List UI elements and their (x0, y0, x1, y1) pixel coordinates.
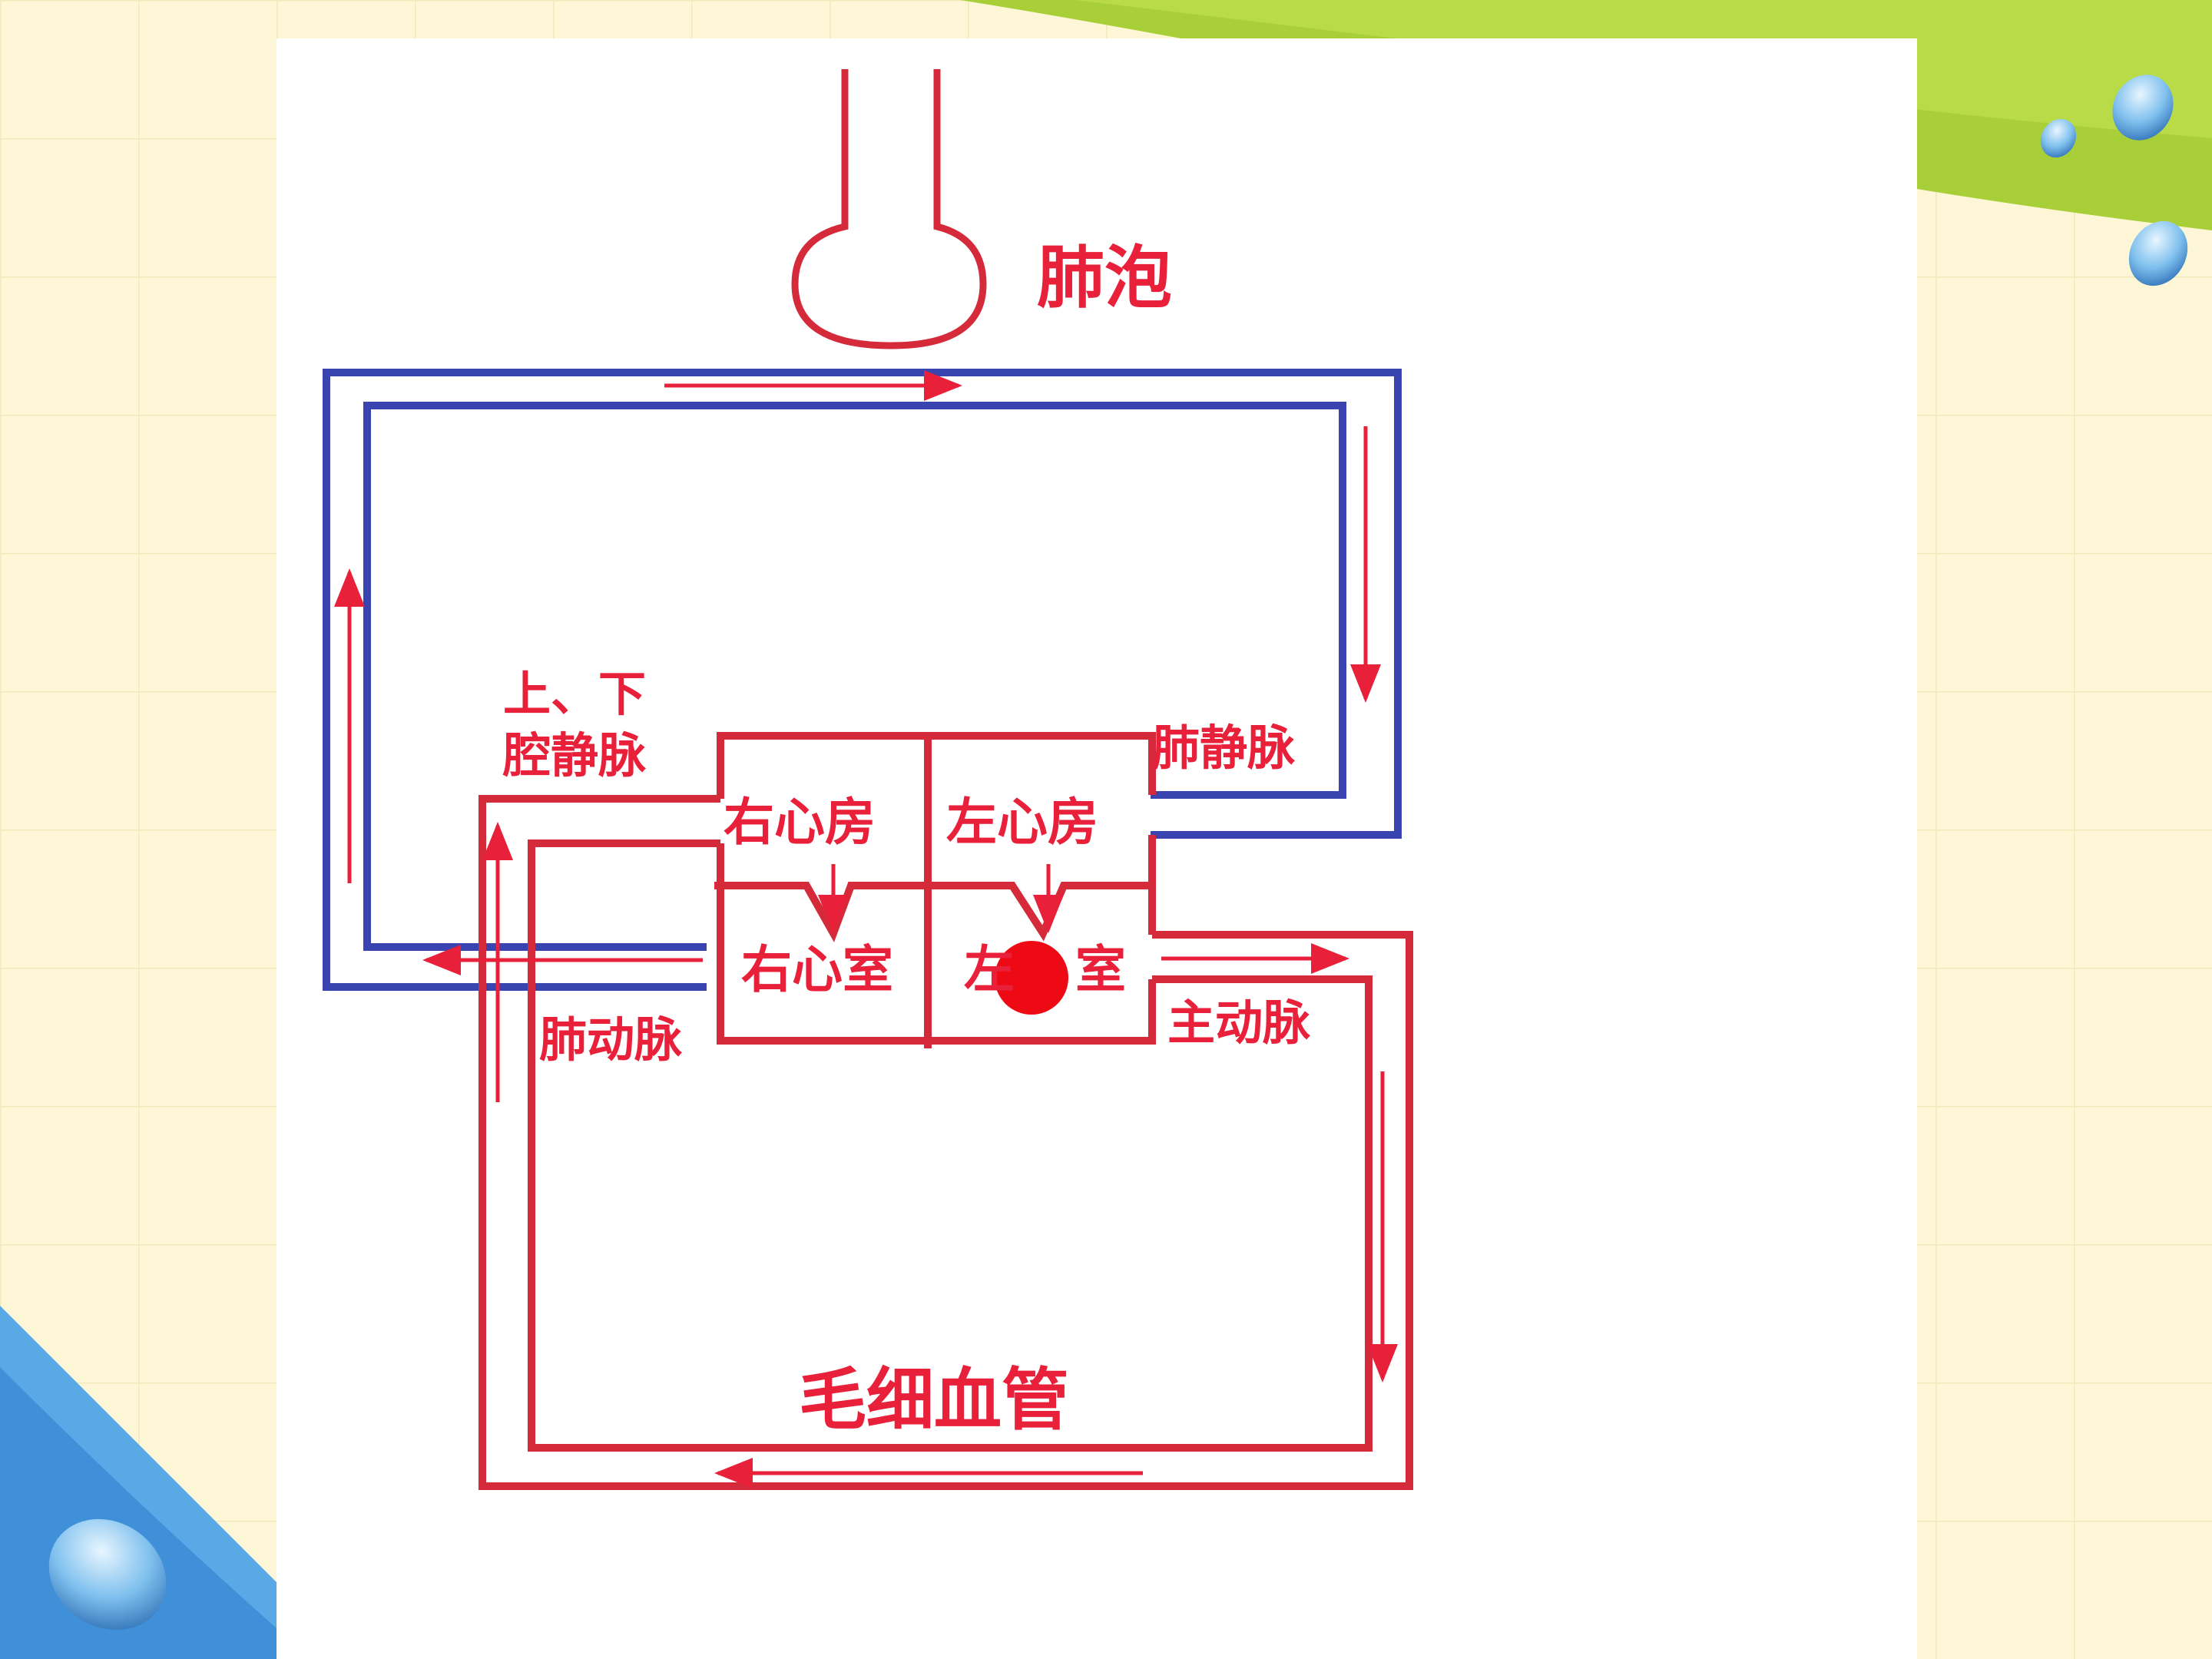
flow-arrows (334, 370, 1398, 1488)
label-left-ventricle-right: 室 (1075, 939, 1126, 999)
label-left-ventricle-left: 左 (964, 939, 1015, 999)
label-pulmonary-vein: 肺静脉 (1152, 720, 1296, 776)
label-alveolus: 肺泡 (1037, 237, 1172, 317)
heart-chambers (714, 732, 1156, 1048)
label-right-ventricle: 右心室 (741, 939, 893, 999)
water-drop-icon (2128, 220, 2188, 286)
label-vena-cava-line2: 腔静脉 (502, 727, 647, 783)
label-aorta: 主动脉 (1167, 995, 1311, 1051)
content-panel (276, 38, 1917, 1659)
label-capillaries: 毛细血管 (799, 1359, 1069, 1439)
label-vena-cava-line1: 上、下 (503, 666, 646, 722)
position-marker (995, 941, 1068, 1015)
label-right-atrium: 右心房 (724, 792, 876, 852)
pulmonary-circuit (323, 369, 1402, 991)
water-drop-icon (48, 1518, 167, 1631)
label-pulmonary-artery: 肺动脉 (539, 1012, 683, 1068)
alveolus-shape (791, 69, 987, 349)
label-left-atrium: 左心房 (946, 792, 1098, 852)
systemic-circuit (478, 795, 1413, 1490)
water-drop-icon (2040, 75, 2174, 158)
